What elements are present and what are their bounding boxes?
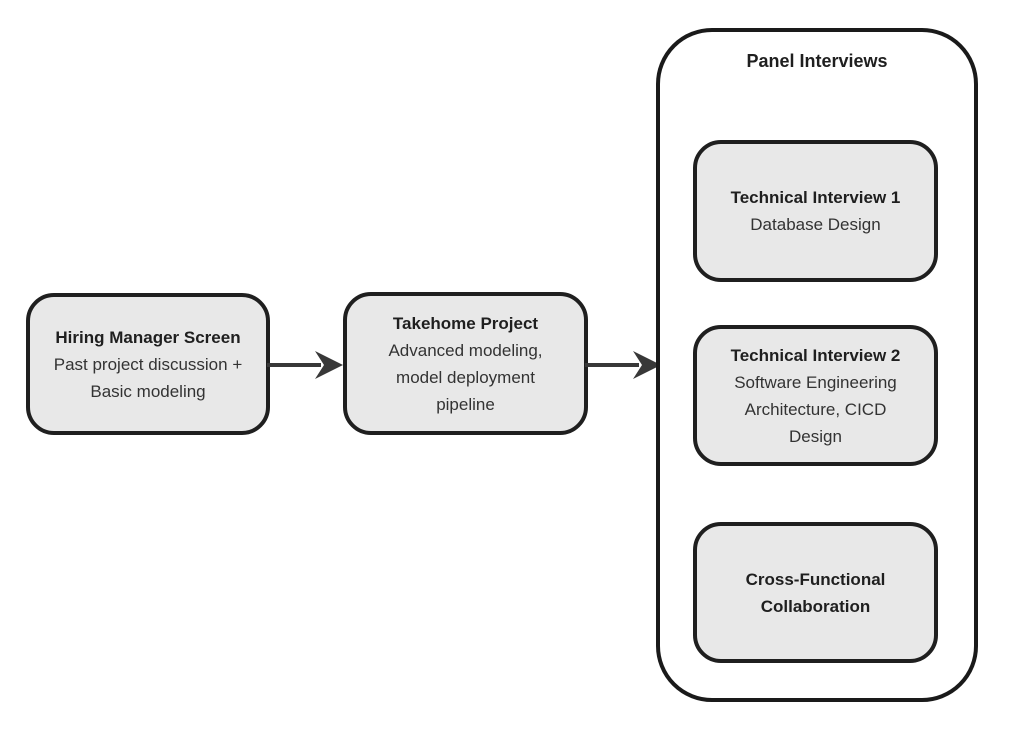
node-title: Technical Interview 2 [730, 345, 901, 365]
node-takehome-project: Takehome Project Advanced modeling, mode… [343, 292, 588, 435]
panel-interviews-group: Panel Interviews Technical Interview 1 D… [656, 28, 978, 702]
node-cross-functional-collaboration: Cross-Functional Collaboration [693, 522, 938, 663]
node-title: Hiring Manager Screen [55, 327, 241, 347]
node-body-line: Basic modeling [90, 381, 206, 401]
flow-arrow-right-icon [585, 351, 661, 379]
node-technical-interview-2: Technical Interview 2 Software Engineeri… [693, 325, 938, 466]
flow-arrow-right-icon [267, 351, 343, 379]
node-title: Cross-Functional [745, 569, 886, 589]
node-title: Takehome Project [392, 313, 539, 333]
node-body-line: Architecture, CICD [744, 399, 887, 419]
node-body-line: Design [789, 426, 842, 446]
group-title: Panel Interviews [746, 51, 888, 71]
node-hiring-manager-screen: Hiring Manager Screen Past project discu… [26, 293, 270, 435]
node-title: Collaboration [760, 596, 871, 616]
node-body-line: model deployment [396, 367, 535, 387]
node-title: Technical Interview 1 [730, 188, 901, 207]
node-body-line: pipeline [436, 394, 495, 414]
node-body-line: Software Engineering [734, 372, 897, 392]
node-technical-interview-1: Technical Interview 1 Database Design [693, 140, 938, 282]
node-body-line: Database Design [750, 215, 881, 234]
node-body-line: Advanced modeling, [388, 340, 543, 360]
node-body-line: Past project discussion + [53, 354, 243, 374]
